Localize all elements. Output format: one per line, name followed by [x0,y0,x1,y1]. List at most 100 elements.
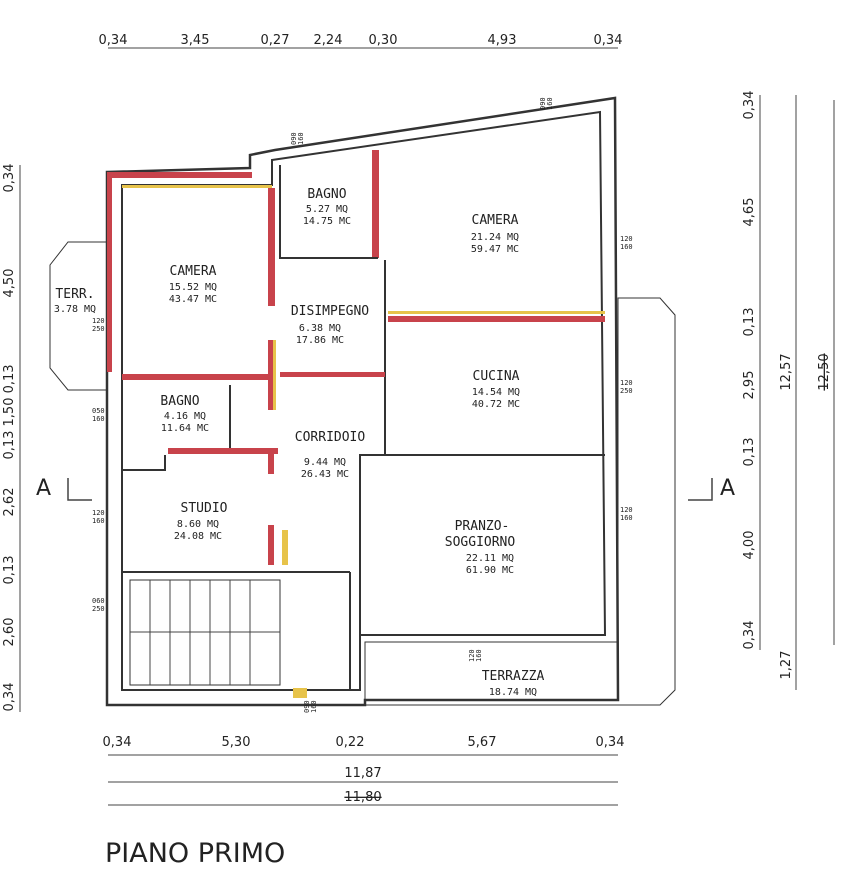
room-area: 22.11 MQ [466,553,514,564]
room-terr: TERR. 3.78 MQ [54,287,96,315]
room-name: CORRIDOIO [295,430,366,445]
dim-label: 4,00 [742,531,757,560]
dim-label: 2,60 [2,618,17,647]
bottom-dimensions: 0,34 5,30 0,22 5,67 0,34 11,87 11,80 [103,735,625,806]
room-bagno-1: BAGNO 5.27 MQ 14.75 MC [303,187,351,227]
section-marker-left: A [36,476,92,501]
window-labels: 120 250 050 160 120 160 060 250 120 160 … [92,97,633,713]
window-width: 090 [290,132,298,145]
room-corridoio: CORRIDOIO 9.44 MQ 26.43 MC [295,430,366,480]
room-area: 15.52 MQ [169,282,217,293]
room-area: 18.74 MQ [489,687,537,698]
dim-total: 12,57 [779,353,794,390]
page-title: PIANO PRIMO [105,838,285,869]
dim-label: 4,50 [2,269,17,298]
dim-label: 2,95 [742,371,757,400]
room-camera-2: CAMERA 21.24 MQ 59.47 MC [471,213,519,255]
window-width: 120 [620,506,633,514]
interior-walls [122,150,605,690]
window-width: 050 [92,407,105,415]
dim-label: 2,24 [314,33,343,48]
room-volume: 14.75 MC [303,216,351,227]
room-name: DISIMPEGNO [291,304,369,319]
dim-label: 2,62 [2,488,17,517]
dim-label: 0,13 [742,438,757,467]
room-cucina: CUCINA 14.54 MQ 40.72 MC [472,369,520,410]
dim-label: 0,34 [99,33,128,48]
dim-label: 0,27 [261,33,290,48]
room-name: CAMERA [170,264,217,279]
dim-label: 0,34 [742,621,757,650]
dim-label: 0,30 [369,33,398,48]
room-camera-1: CAMERA 15.52 MQ 43.47 MC [169,264,217,305]
dim-label: 0,34 [2,164,17,193]
dim-label: 0,34 [594,33,623,48]
room-studio: STUDIO 8.60 MQ 24.08 MC [174,501,228,542]
window-height: 160 [620,243,633,251]
room-volume: 26.43 MC [301,469,349,480]
room-volume: 43.47 MC [169,294,217,305]
window-width: 120 [92,317,105,325]
dim-label: 0,13 [742,308,757,337]
dim-total-old: 12,50 [817,353,832,390]
window-height: 250 [92,325,105,333]
dim-label: 0,13 1,50 0,13 [2,364,17,459]
room-name: STUDIO [181,501,228,516]
section-letter: A [36,476,51,501]
room-area: 14.54 MQ [472,387,520,398]
dim-label: 4,65 [742,198,757,227]
window-width: 120 [92,509,105,517]
window-width: 060 [92,597,105,605]
room-area: 8.60 MQ [177,519,219,530]
dim-label: 0,22 [336,735,365,750]
room-name: BAGNO [307,187,346,202]
window-width: 120 [620,235,633,243]
room-terrazza: TERRAZZA 18.74 MQ [482,669,545,698]
dim-label: 5,67 [468,735,497,750]
room-bagno-2: BAGNO 4.16 MQ 11.64 MC [160,394,209,434]
section-letter: A [720,476,735,501]
left-dimensions: 0,34 4,50 0,13 1,50 0,13 2,62 0,13 2,60 … [2,164,21,712]
window-width: 120 [468,649,476,662]
room-area: 21.24 MQ [471,232,519,243]
room-name: CUCINA [473,369,520,384]
section-marker-right: A [688,476,735,501]
window-width: 090 [539,97,547,110]
window-height: 160 [92,415,105,423]
window-height: 160 [310,700,318,713]
window-height: 160 [620,514,633,522]
room-area: 9.44 MQ [304,457,346,468]
top-dimensions: 0,34 3,45 0,27 2,24 0,30 4,93 0,34 [99,33,623,49]
room-disimpegno: DISIMPEGNO 6.38 MQ 17.86 MC [291,304,369,346]
room-volume: 59.47 MC [471,244,519,255]
window-width: 120 [620,379,633,387]
room-name: SOGGIORNO [445,535,516,550]
window-height: 160 [92,517,105,525]
room-area: 3.78 MQ [54,304,96,315]
window-height: 160 [546,97,554,110]
room-name: CAMERA [472,213,519,228]
large-terrace [364,297,676,706]
room-volume: 11.64 MC [161,423,209,434]
room-name: TERR. [55,287,94,302]
dim-label: 1,27 [779,651,794,680]
window-height: 250 [620,387,633,395]
dim-label: 5,30 [222,735,251,750]
room-area: 5.27 MQ [306,204,348,215]
room-volume: 61.90 MC [466,565,514,576]
room-name: BAGNO [160,394,199,409]
small-terrace [49,241,108,391]
room-volume: 17.86 MC [296,335,344,346]
dim-total-old: 11,80 [344,790,381,805]
staircase [129,579,307,698]
room-area: 4.16 MQ [164,411,206,422]
room-name: PRANZO- [455,519,510,534]
window-height: 160 [475,649,483,662]
room-name: TERRAZZA [482,669,545,684]
right-dimensions: 0,34 4,65 0,13 2,95 0,13 4,00 0,34 12,57… [742,91,835,690]
dim-label: 0,34 [596,735,625,750]
dim-total: 11,87 [344,766,381,781]
dim-label: 0,13 [2,556,17,585]
window-width: 090 [303,700,311,713]
